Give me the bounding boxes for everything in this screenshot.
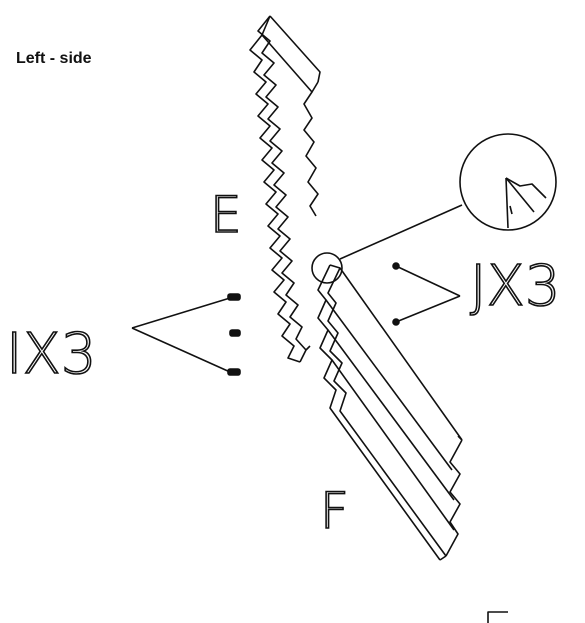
label-e: E xyxy=(210,186,242,244)
screws-i xyxy=(131,293,241,376)
panel-e xyxy=(249,15,321,363)
detail-callout xyxy=(311,133,557,284)
side-heading: Left - side xyxy=(16,50,92,67)
label-jx3: JX3 xyxy=(470,254,561,319)
label-f: F xyxy=(320,482,349,540)
screws-j xyxy=(392,262,461,326)
partial-mark xyxy=(487,611,508,623)
panel-f xyxy=(317,264,463,561)
label-ix3: IX3 xyxy=(6,322,97,387)
